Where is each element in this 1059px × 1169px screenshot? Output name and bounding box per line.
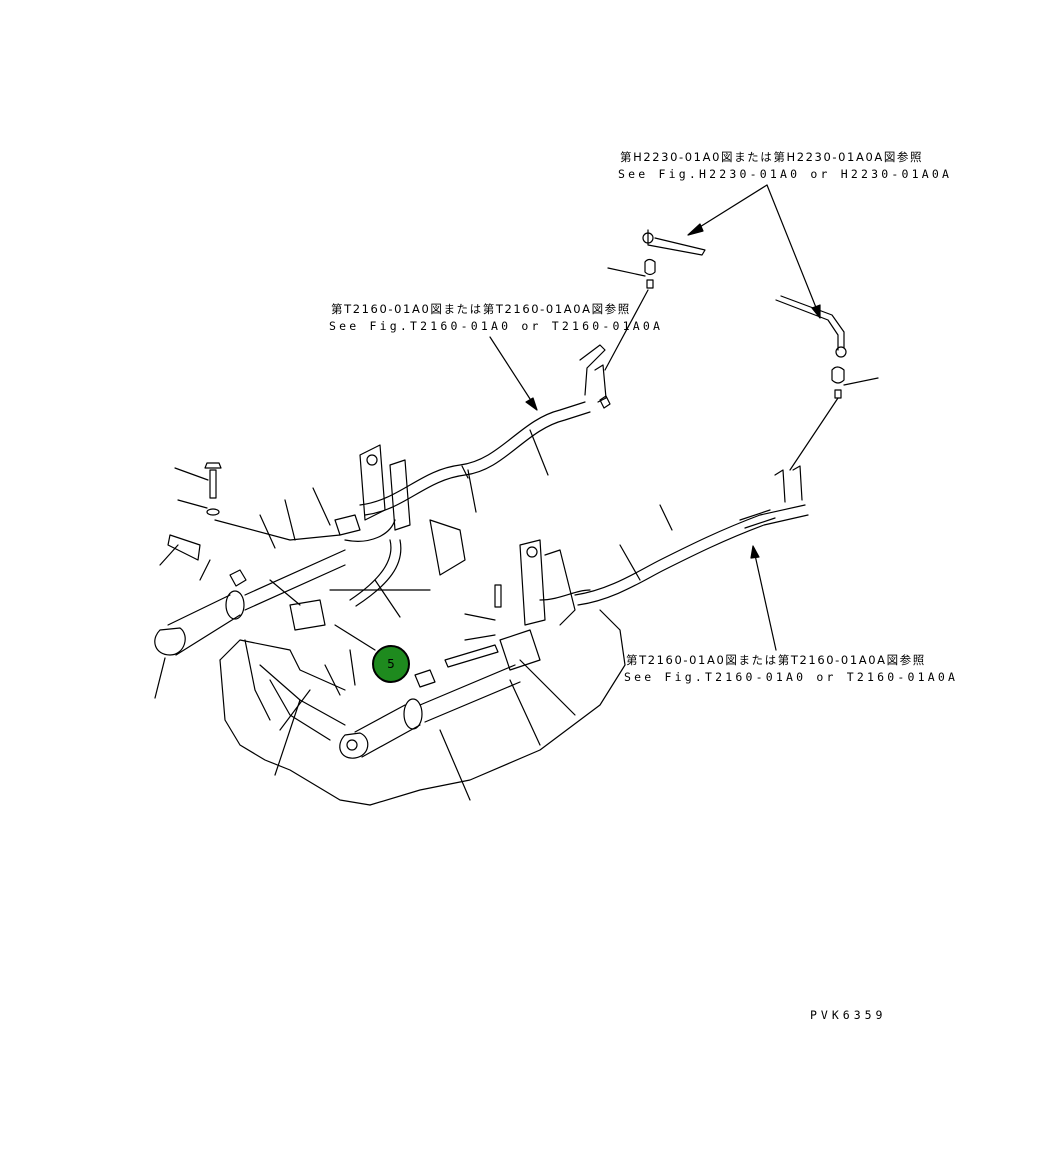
ref-top-right-jp: 第H2230-01A0図または第H2230-01A0A図参照 <box>620 150 924 164</box>
ref-bottom-right-jp: 第T2160-01A0図または第T2160-01A0A図参照 <box>626 653 926 667</box>
upper-pipes <box>604 229 879 471</box>
part-callout-marker[interactable]: 5 <box>372 645 410 683</box>
ref-bottom-right-en: See Fig.T2160-01A0 or T2160-01A0A <box>624 670 959 684</box>
callout-number: 5 <box>387 657 395 671</box>
upper-hoses <box>359 344 611 516</box>
drawing-code: PVK6359 <box>810 1008 887 1022</box>
left-mechanism <box>154 444 466 699</box>
ref-middle-left-en: See Fig.T2160-01A0 or T2160-01A0A <box>329 319 664 333</box>
lower-right-hoses <box>574 465 809 606</box>
ref-top-right-en: See Fig.H2230-01A0 or H2230-01A0A <box>618 167 953 181</box>
ref-middle-left-jp: 第T2160-01A0図または第T2160-01A0A図参照 <box>331 302 631 316</box>
reference-leaders <box>489 184 821 651</box>
frame-body <box>219 539 626 806</box>
